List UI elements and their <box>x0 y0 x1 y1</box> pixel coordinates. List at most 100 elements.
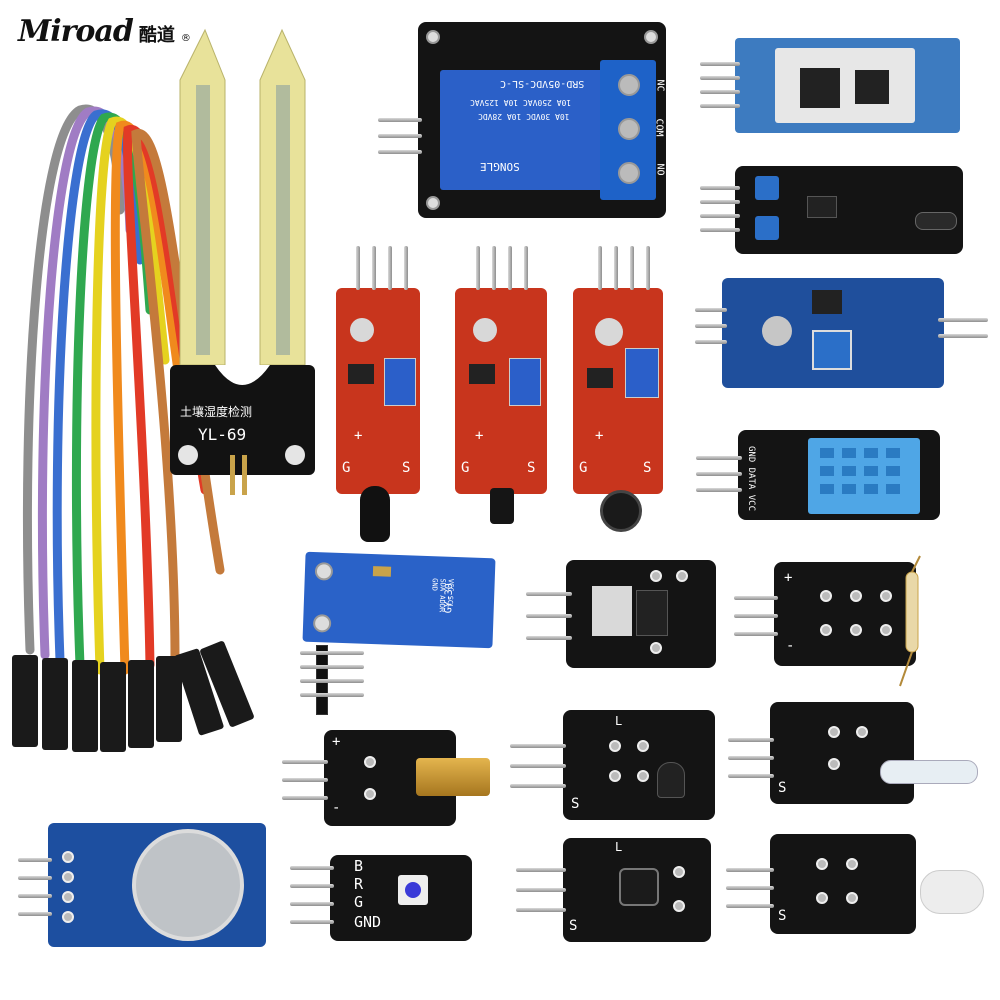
pad <box>820 590 832 602</box>
header-pin <box>695 324 727 328</box>
header-pin <box>734 632 778 636</box>
header-pin <box>300 651 364 655</box>
header-pin <box>938 334 988 338</box>
gas-sensor-module <box>48 823 266 947</box>
red-sensor-board-2: G S + <box>455 288 547 494</box>
temperature-sensor <box>657 762 685 798</box>
dht-sensor <box>808 438 920 514</box>
header-pin <box>282 796 328 800</box>
ic-chip <box>807 196 837 218</box>
brand-latin: Miroad <box>18 14 134 49</box>
relay-module: SRD-05VDC-SL-C 10A 250VAC 10A 125VAC 10A… <box>418 22 666 218</box>
pad <box>609 770 621 782</box>
red-sensor-board-1: G S + <box>336 288 420 494</box>
heat-pad <box>592 586 632 636</box>
header-pin <box>728 756 774 760</box>
header-pin <box>734 614 778 618</box>
soil-probe-board <box>170 28 315 510</box>
soil-probe-cjk: 土壤湿度检测 <box>180 405 253 419</box>
pad <box>637 770 649 782</box>
flame-sensor-ir-diode <box>360 486 390 542</box>
pin-label-s: S <box>778 780 787 796</box>
header-pin <box>728 738 774 742</box>
header-pin <box>404 246 408 290</box>
reed-switch-module: + - <box>774 562 916 666</box>
rgb-smd-led <box>398 875 428 905</box>
ir-led <box>915 212 957 230</box>
header-pin <box>728 774 774 778</box>
transistor-sensor <box>490 488 514 524</box>
photo-interrupter-module <box>566 560 716 668</box>
header-pin <box>18 876 52 880</box>
header-pin <box>700 62 740 66</box>
pad <box>609 740 621 752</box>
header-pin <box>378 150 422 154</box>
pad <box>637 740 649 752</box>
header-pin <box>726 886 774 890</box>
ir-receiver <box>619 868 659 906</box>
potentiometer <box>625 348 659 398</box>
brand-cjk: 酷道 <box>138 25 175 46</box>
mounting-hole <box>644 30 658 44</box>
pad <box>676 570 688 582</box>
bluetooth-chip <box>855 70 889 104</box>
pin-label-l: L <box>615 714 623 728</box>
pin-label-g: G <box>461 460 470 476</box>
dht-pin-labels: GND DATA VCC <box>746 446 756 512</box>
loose-pin-header <box>300 645 364 715</box>
pad <box>846 892 858 904</box>
relay-spec-2: 10A 30VDC 10A 28VDC <box>478 112 570 121</box>
header-pin <box>700 200 740 204</box>
pin-label-minus: - <box>786 638 795 654</box>
pin-label-l: L <box>615 840 623 854</box>
header-pin <box>516 908 566 912</box>
relay-terminal-block <box>600 60 656 200</box>
ic-chip <box>348 364 374 384</box>
rgb-label-r: R <box>354 875 364 893</box>
potentiometer <box>384 358 416 406</box>
white-led <box>920 870 984 914</box>
pad <box>828 758 840 770</box>
pin-label-plus: + <box>784 570 793 586</box>
dht11-module: GND DATA VCC <box>738 430 940 520</box>
header-pin <box>700 104 740 108</box>
pad <box>816 892 828 904</box>
pin-label-plus: + <box>595 428 604 444</box>
rgb-led-lens <box>405 882 421 898</box>
header-pin <box>734 596 778 600</box>
header-pin <box>290 866 334 870</box>
brand-logo: Miroad 酷道 ® <box>18 14 191 49</box>
header-pin <box>378 118 422 122</box>
pad <box>364 788 376 800</box>
slot-sensor <box>636 590 668 636</box>
header-pin <box>476 246 480 290</box>
pin-label-g: G <box>342 460 351 476</box>
mercury-switch <box>880 760 978 784</box>
pad <box>816 858 828 870</box>
header-pin <box>290 902 334 906</box>
relay-brand: SONGLE <box>480 160 520 173</box>
pin-label-s: S <box>643 460 652 476</box>
header-pin <box>388 246 392 290</box>
ic-chip <box>469 364 495 384</box>
reed-switch-glass <box>899 555 921 687</box>
potentiometer <box>755 216 779 240</box>
mounting-hole <box>314 562 334 581</box>
header-pin <box>516 888 566 892</box>
header-pin <box>516 868 566 872</box>
header-pin <box>726 868 774 872</box>
relay-com-label: COM <box>653 118 665 137</box>
light-sensor-chip <box>372 566 392 577</box>
mercury-tilt-module: S <box>770 702 914 804</box>
pad <box>850 624 862 636</box>
pin-label-minus: - <box>332 800 341 816</box>
header-pin <box>510 764 566 768</box>
microphone <box>600 490 642 532</box>
blue-sensor-module <box>722 278 944 388</box>
header-pin <box>524 246 528 290</box>
pad <box>650 570 662 582</box>
relay-nc-label: NC <box>654 79 666 92</box>
header-pin <box>938 318 988 322</box>
pin-label-plus: + <box>332 734 341 750</box>
sensor-element <box>762 316 792 346</box>
